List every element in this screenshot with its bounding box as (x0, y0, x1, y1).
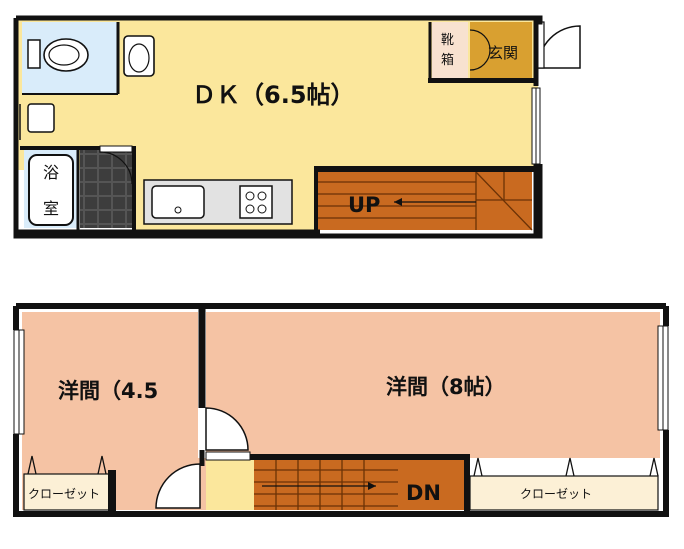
bath-label-2: 室 (43, 199, 59, 218)
stairs-up-label: UP (348, 193, 380, 217)
shoe-box-label-1: 靴 (441, 33, 454, 48)
entrance-label: 玄関 (488, 44, 518, 62)
hall-floor (206, 458, 254, 510)
room-left-label: 洋間（4.5 (58, 379, 158, 403)
stairs-down-label: DN (406, 481, 441, 505)
floor1-outer-walls (13, 15, 543, 239)
closet-right (469, 475, 659, 511)
closet-left (23, 473, 111, 511)
closet-right-label: クローゼット (520, 487, 592, 501)
floor1-plan: 浴 室 UP 靴 (13, 15, 581, 239)
room-left-door (155, 463, 201, 509)
floor2-plan: クローゼット DN クローゼット 洋間（4.5 (13, 303, 669, 517)
stove-icon (239, 185, 273, 219)
stairs-down (254, 458, 466, 510)
shoe-box (432, 22, 468, 78)
shoe-box-label-2: 箱 (441, 52, 454, 68)
room-right-label: 洋間（8帖） (386, 375, 506, 399)
bath-door (99, 145, 133, 153)
room-right-door (205, 407, 249, 451)
bath-label-1: 浴 (43, 163, 59, 182)
washer-pan-icon (27, 103, 55, 133)
bathtub-icon (28, 154, 74, 226)
bath-tile-floor (80, 150, 132, 228)
dk-label: ＤＫ（6.5帖） (192, 81, 355, 109)
closet-left-label: クローゼット (28, 487, 100, 501)
room-right-floor (206, 312, 660, 458)
floor2-outer-walls (13, 303, 669, 517)
entrance (470, 22, 532, 78)
sink-icon (151, 185, 205, 219)
